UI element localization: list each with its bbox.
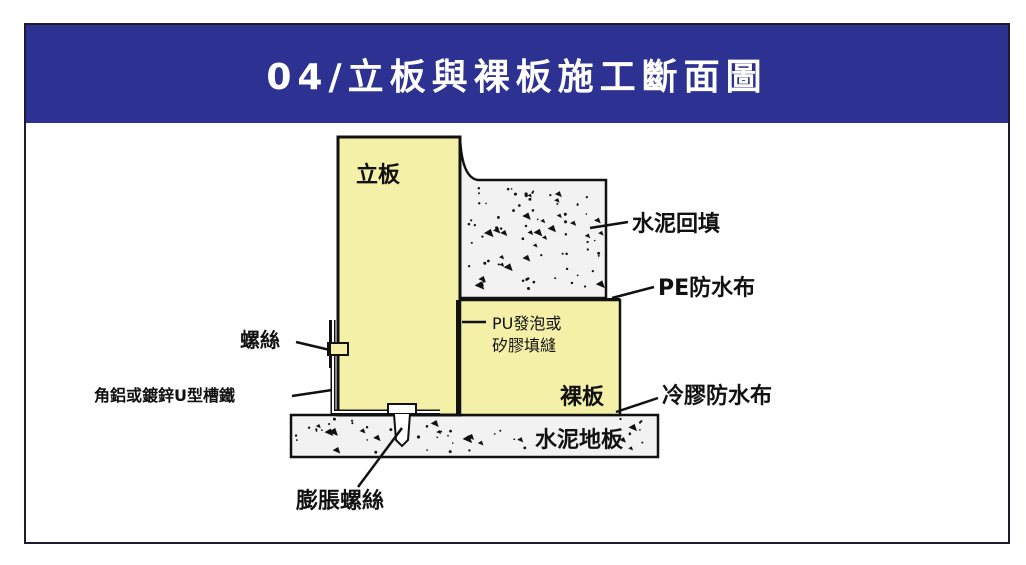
label-pu-foam-line1: PU發泡或 xyxy=(492,314,561,333)
concrete-speckles xyxy=(294,186,644,454)
label-standing-board: 立板 xyxy=(356,162,401,188)
label-cold-glue-waterproof: 冷膠防水布 xyxy=(662,383,772,409)
cement-floor-slab xyxy=(289,413,660,459)
label-bare-board: 裸板 xyxy=(560,384,605,410)
label-u-channel: 角鋁或鍍鋅U型槽鐵 xyxy=(94,386,235,405)
label-pu-foam-line2: 矽膠填縫 xyxy=(492,336,556,355)
label-screw: 螺絲 xyxy=(240,328,280,352)
cement-backfill-block xyxy=(458,137,608,300)
leader-lines xyxy=(291,220,659,488)
label-cement-backfill: 水泥回填 xyxy=(632,212,720,237)
label-cement-floor: 水泥地板 xyxy=(535,428,624,453)
label-pe-waterproof: PE防水布 xyxy=(658,275,755,301)
label-expansion-screw: 膨脹螺絲 xyxy=(295,488,384,514)
diagram-title: 04/立板與裸板施工斷面圖 xyxy=(266,57,768,98)
standing-board xyxy=(336,135,462,417)
title-bar: 04/立板與裸板施工斷面圖 xyxy=(26,25,1008,123)
